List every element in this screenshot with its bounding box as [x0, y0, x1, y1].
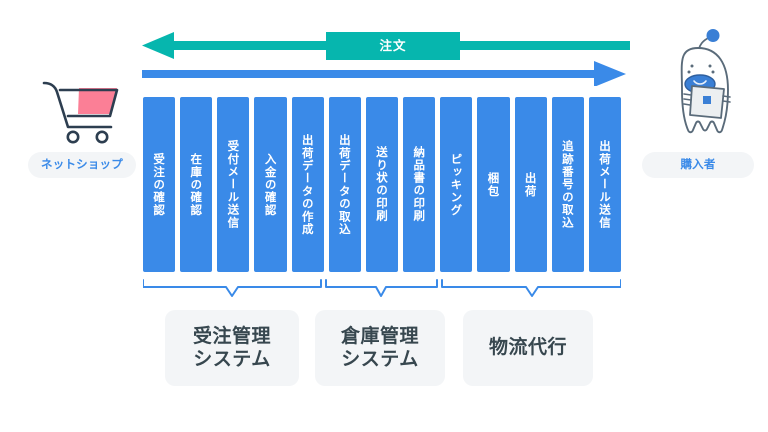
- step-bar[interactable]: 在庫の確認: [180, 97, 213, 272]
- step-bar[interactable]: 出荷データの取込: [328, 97, 361, 272]
- step-bar[interactable]: 受注の確認: [143, 97, 176, 272]
- process-steps-row: 受注の確認 在庫の確認 受付メール送信 入金の確認 出荷データの作成 出荷データ…: [143, 97, 622, 272]
- group-braces: [142, 274, 622, 308]
- step-label: 納品書の印刷: [412, 146, 427, 223]
- step-label: ピッキング: [449, 152, 464, 217]
- system-group-label: 倉庫管理 システム: [340, 324, 419, 370]
- system-group-box[interactable]: 受注管理 システム: [165, 310, 299, 386]
- step-label: 出荷データの取込: [337, 133, 352, 236]
- step-bar[interactable]: 納品書の印刷: [403, 97, 436, 272]
- step-bar[interactable]: 梱包: [477, 97, 510, 272]
- flow-arrows: 注文: [138, 26, 630, 87]
- brace-group-3: [441, 279, 622, 297]
- system-groups-row: 受注管理 システム 倉庫管理 システム 物流代行: [143, 310, 621, 392]
- step-bar[interactable]: 送り状の印刷: [365, 97, 399, 272]
- system-group-box[interactable]: 倉庫管理 システム: [315, 310, 445, 386]
- step-label: 追跡番号の取込: [560, 140, 575, 229]
- braces-svg: [142, 279, 622, 297]
- buyer-endpoint: 購入者: [636, 26, 760, 188]
- step-label: 出荷メール送信: [597, 140, 612, 229]
- step-label: 受注の確認: [152, 152, 167, 217]
- step-label: 梱包: [486, 171, 501, 198]
- step-bar[interactable]: 入金の確認: [254, 97, 287, 272]
- brace-group-1: [142, 279, 322, 297]
- step-label: 在庫の確認: [189, 152, 204, 217]
- step-label: 送り状の印刷: [375, 146, 390, 223]
- buyer-character-icon: [680, 29, 731, 134]
- netshop-endpoint: ネットショップ: [18, 78, 146, 188]
- buyer-label: 購入者: [680, 157, 716, 172]
- step-label: 入金の確認: [263, 152, 278, 217]
- step-bar[interactable]: 受付メール送信: [217, 97, 250, 272]
- step-bar[interactable]: 出荷: [514, 97, 547, 272]
- order-arrow-label-box: 注文: [326, 32, 460, 60]
- system-group-label: 物流代行: [488, 336, 567, 359]
- step-label: 出荷: [523, 171, 538, 198]
- step-bar[interactable]: 追跡番号の取込: [551, 97, 584, 272]
- netshop-label: ネットショップ: [41, 157, 123, 172]
- step-bar[interactable]: ピッキング: [440, 97, 473, 272]
- step-bar[interactable]: 出荷メール送信: [588, 97, 622, 272]
- order-arrow-label-text: 注文: [379, 37, 407, 53]
- fulfillment-arrow-icon: [142, 61, 626, 87]
- system-group-label: 受注管理 システム: [192, 324, 271, 370]
- step-bar[interactable]: 出荷データの作成: [291, 97, 324, 272]
- shopping-cart-icon: [42, 81, 119, 144]
- netshop-label-pill: ネットショップ: [28, 152, 136, 178]
- buyer-label-pill: 購入者: [642, 152, 754, 178]
- step-label: 受付メール送信: [226, 140, 241, 229]
- system-group-box[interactable]: 物流代行: [463, 310, 593, 386]
- brace-group-2: [325, 279, 438, 297]
- step-label: 出荷データの作成: [300, 133, 315, 236]
